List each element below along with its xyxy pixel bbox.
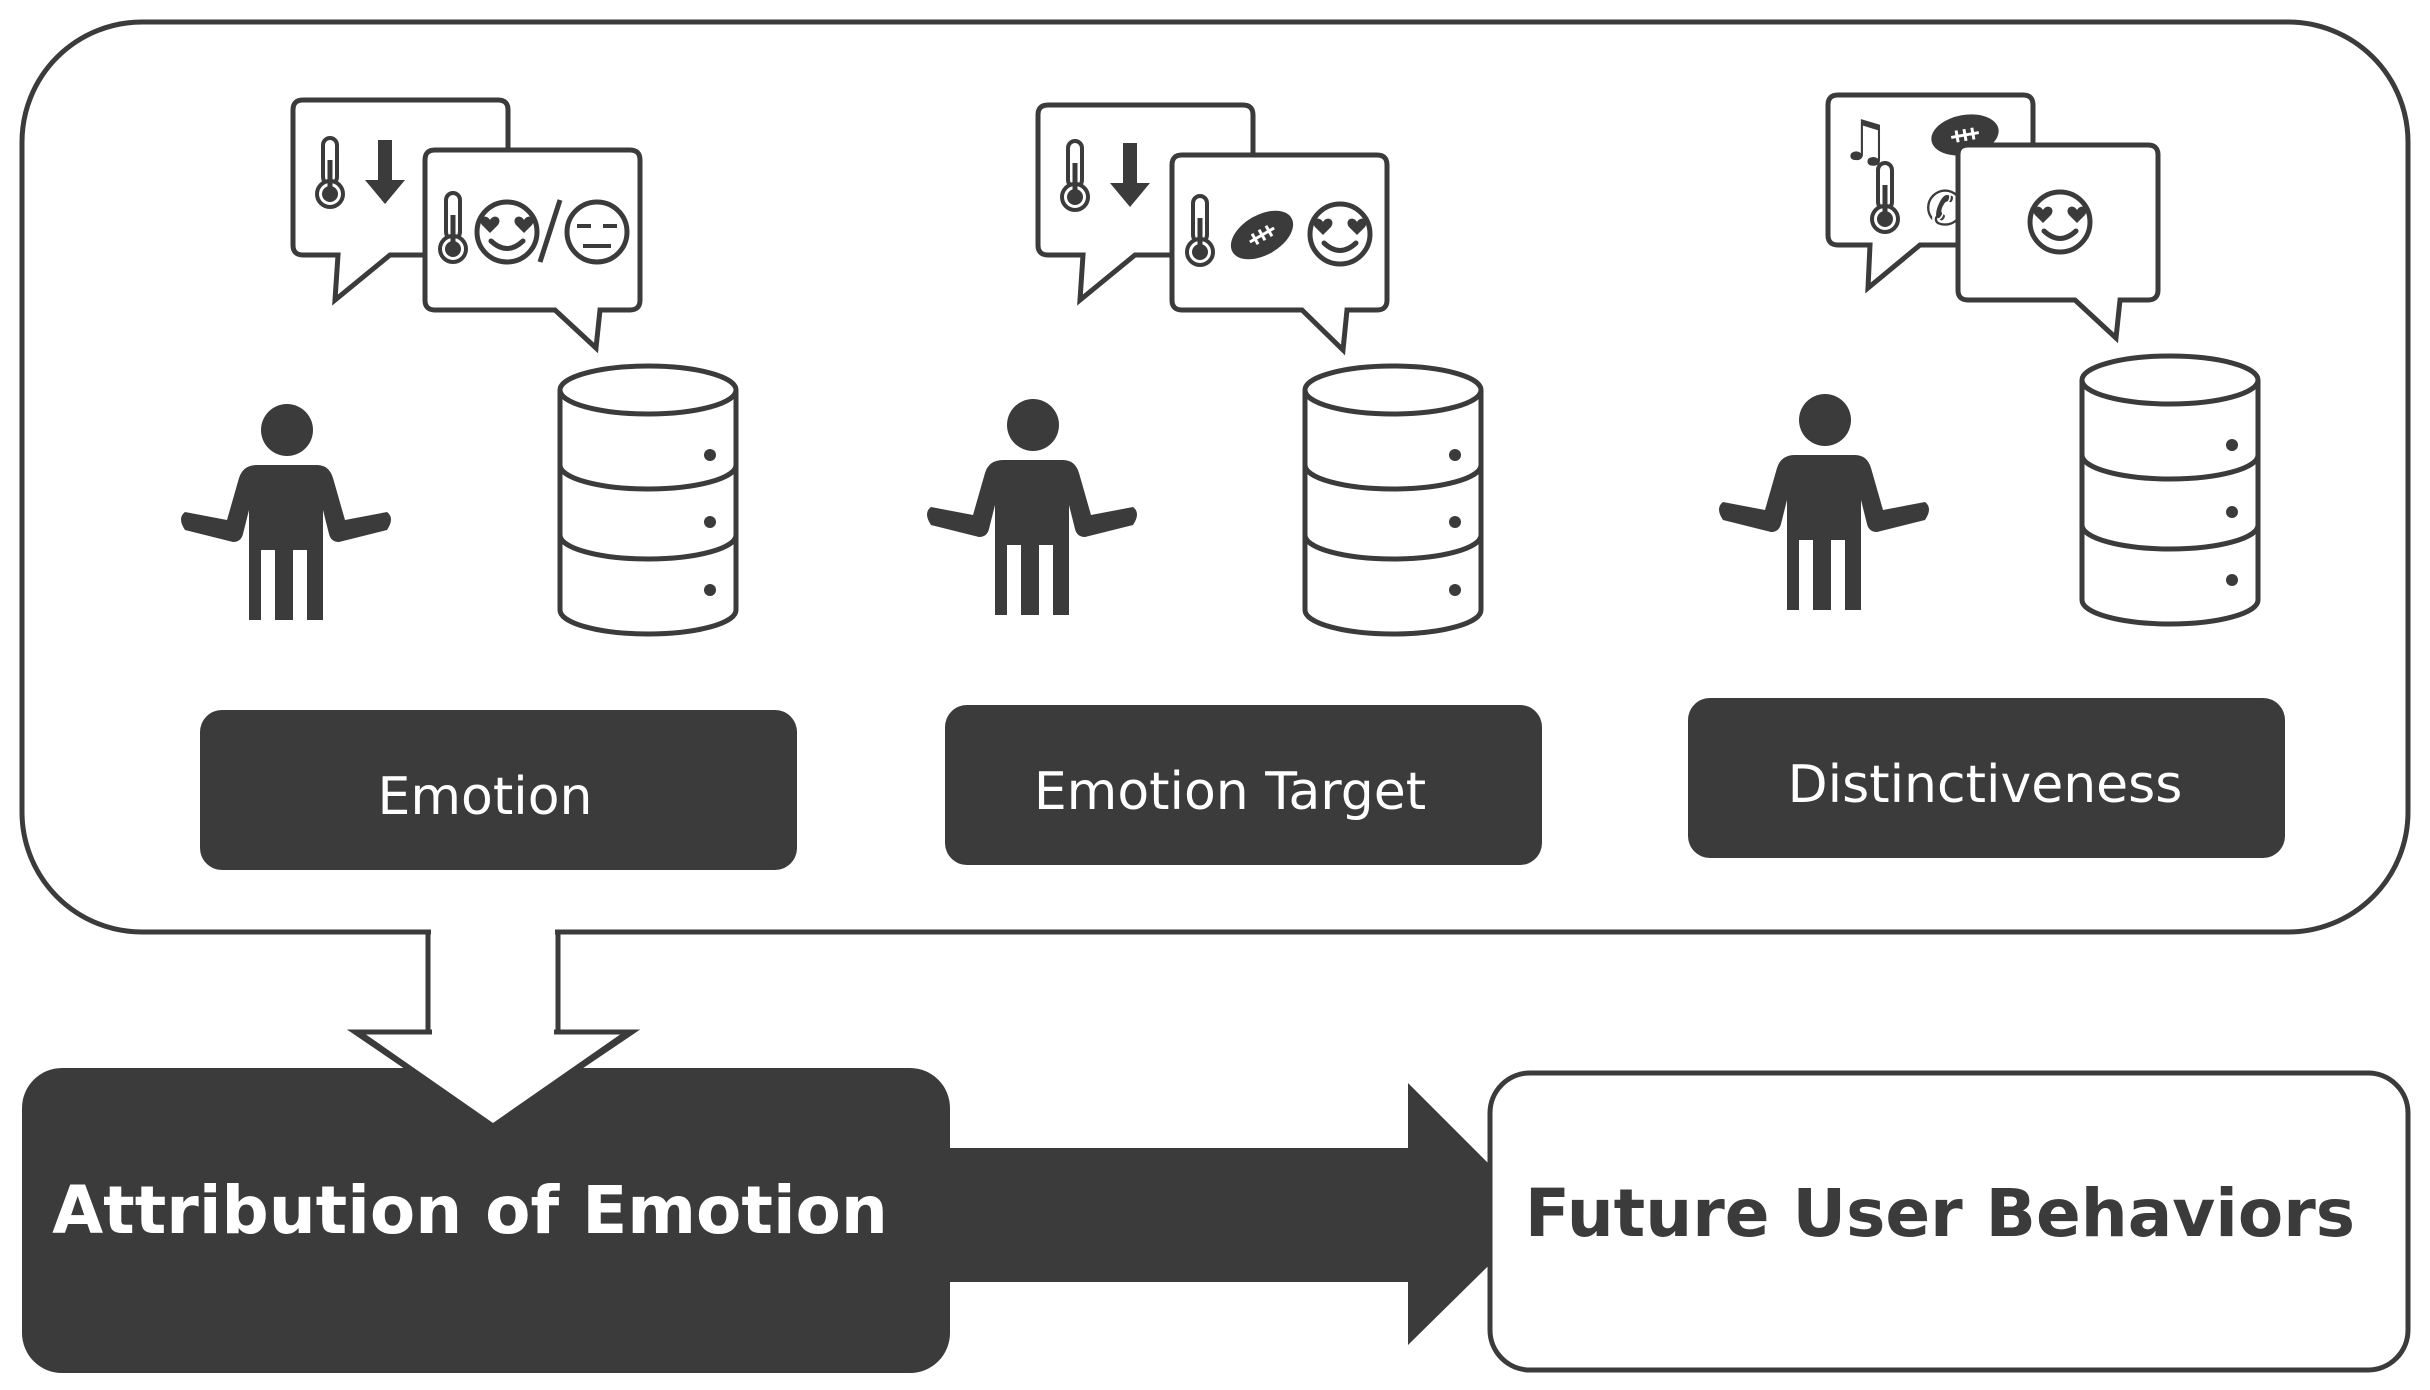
right-arrow-connector <box>900 1083 1540 1345</box>
label-distinctiveness: Distinctiveness <box>1788 755 2183 815</box>
speech-bubble-front <box>1955 142 2161 344</box>
speech-bubble-front <box>1169 152 1390 356</box>
database-icon <box>560 366 736 634</box>
label-box-emotion <box>200 710 797 870</box>
label-emotion: Emotion <box>378 767 593 827</box>
database-icon <box>2082 356 2258 624</box>
label-box-emotion-target <box>945 705 1542 865</box>
panel-emotion-target: Emotion Target <box>927 102 1542 865</box>
heart-eyes-face-icon <box>477 202 537 262</box>
label-emotion-target: Emotion Target <box>1034 762 1426 822</box>
outcome-label: Future User Behaviors <box>1525 1175 2355 1252</box>
speech-bubble-front <box>422 147 643 354</box>
database-icon <box>1305 366 1481 634</box>
attribution-box <box>22 1068 950 1373</box>
panel-emotion: Emotion <box>181 97 797 870</box>
heart-eyes-face-icon <box>2030 192 2090 252</box>
neutral-face-icon <box>567 202 627 262</box>
heart-eyes-face-icon <box>1310 204 1370 264</box>
attribution-label: Attribution of Emotion <box>52 1172 888 1249</box>
slash-icon <box>537 199 563 263</box>
outcome-box <box>1487 1070 2411 1373</box>
panel-distinctiveness: ♫ ✆ Distinctiveness <box>1688 92 2285 858</box>
label-box-distinctiveness <box>1688 698 2285 858</box>
